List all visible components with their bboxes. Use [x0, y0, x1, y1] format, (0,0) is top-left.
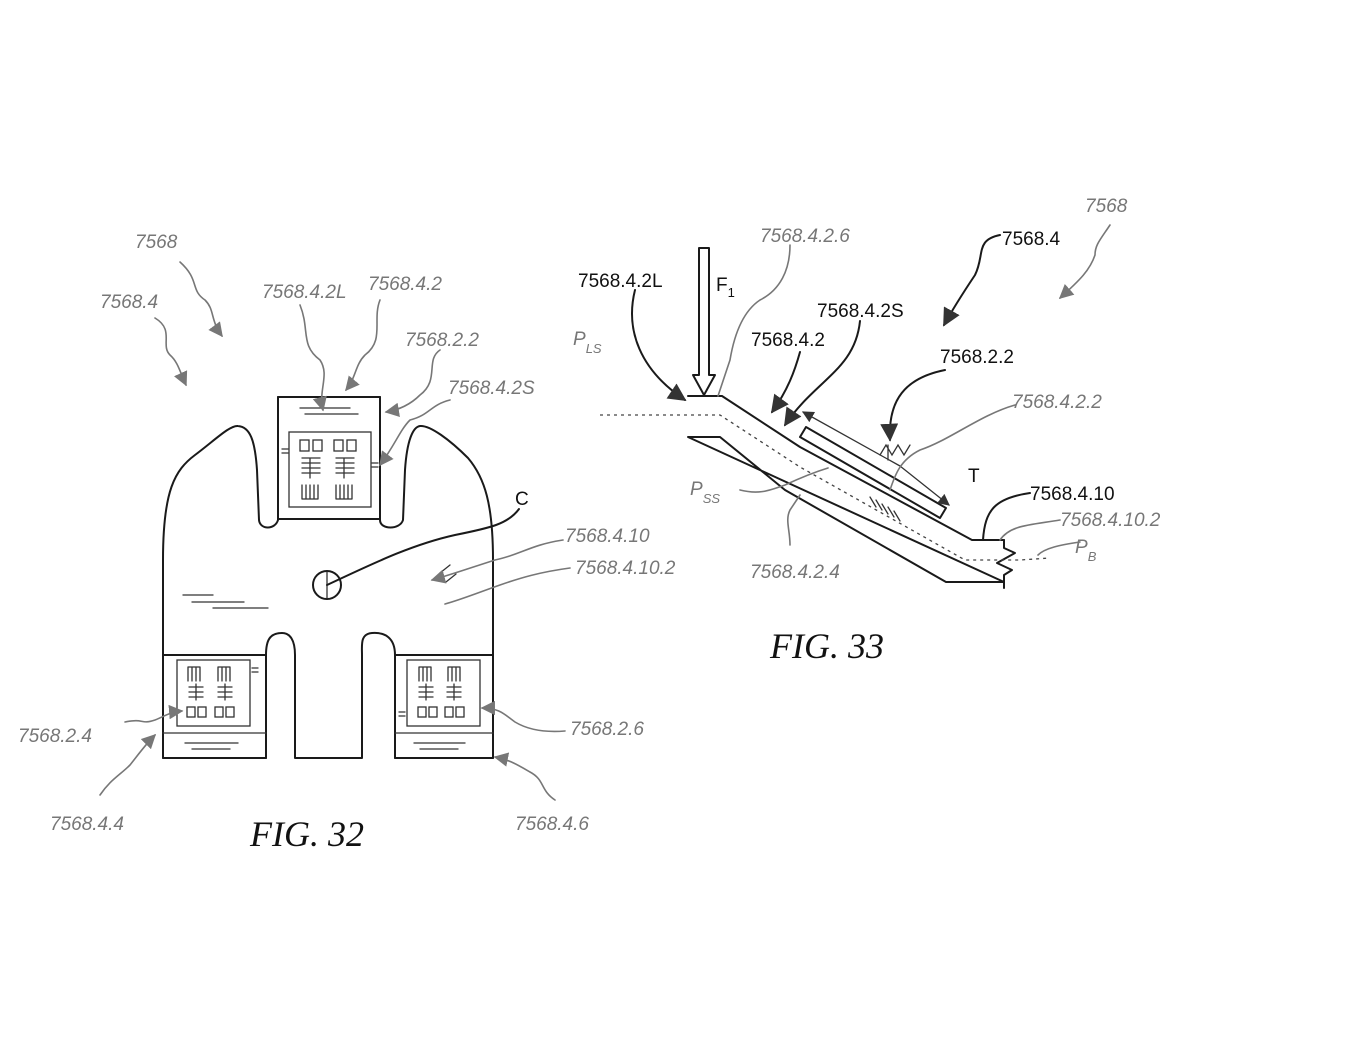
fig32-label-7568-2-2: 7568.2.2: [405, 330, 479, 351]
fig32-label-7568-4-6: 7568.4.6: [515, 814, 589, 835]
fig33-label-7568: 7568: [1085, 196, 1128, 217]
fig32-center-leader: [326, 508, 520, 586]
fig33-label-7568-4-10-2: 7568.4.10.2: [1060, 510, 1161, 531]
fig32-label-7568-2-4: 7568.2.4: [18, 726, 92, 747]
fig33-label-7568-4: 7568.4: [1002, 229, 1061, 250]
fig33-label-7568-4-2: 7568.4.2: [751, 330, 825, 351]
fig33-drawing: [600, 224, 1111, 589]
fig32-center-marker: [312, 570, 342, 600]
fig33-flexure-member: [687, 395, 1005, 583]
fig33-caption: FIG. 33: [769, 626, 884, 666]
fig32-label-7568-4-2: 7568.4.2: [368, 274, 442, 295]
fig32-left-pad: [162, 654, 267, 759]
fig33-label-7568-4-2S: 7568.4.2S: [817, 301, 904, 322]
fig32-caption: FIG. 32: [249, 814, 364, 854]
fig33-label-plane-B: PB: [1075, 537, 1097, 564]
fig32-label-7568-4-2S: 7568.4.2S: [448, 378, 535, 399]
fig32-label-C: C: [515, 489, 529, 510]
fig32-label-7568-4: 7568.4: [100, 292, 158, 313]
fig33-label-7568-4-2-2: 7568.4.2.2: [1012, 392, 1102, 413]
fig33-label-plane-SS: PSS: [690, 479, 720, 506]
fig33-label-7568-4-2L: 7568.4.2L: [578, 271, 663, 292]
fig32-label-7568-4-4: 7568.4.4: [50, 814, 124, 835]
fig33-label-tension: T: [968, 466, 980, 487]
fig32-label-7568-4-10-2: 7568.4.10.2: [575, 558, 676, 579]
fig32-left-gauge-box: [176, 659, 251, 727]
fig32-label-7568-2-6: 7568.2.6: [570, 719, 644, 740]
fig33-force-arrow: [692, 247, 716, 396]
fig33-label-7568-4-2-6: 7568.4.2.6: [760, 226, 850, 247]
fig32-right-gauge-box: [406, 659, 481, 727]
fig33-label-force: F1: [716, 275, 735, 300]
fig32-top-pad: [277, 396, 381, 520]
fig32-label-7568-4-2L: 7568.4.2L: [262, 282, 347, 303]
fig32-left-strain-gauges: [186, 666, 235, 718]
fig33-label-7568-2-2: 7568.2.2: [940, 347, 1014, 368]
fig32-right-strain-gauges: [417, 666, 465, 718]
fig33-gauge-strip: [799, 426, 947, 519]
fig32-label-7568-4-10: 7568.4.10: [565, 526, 650, 547]
fig32-top-gauge-box: [288, 431, 372, 508]
fig33-label-7568-4-2-4: 7568.4.2.4: [750, 562, 840, 583]
fig32-drawing: [99, 261, 571, 801]
fig33-label-plane-LS: PLS: [573, 329, 602, 356]
fig33-label-7568-4-10: 7568.4.10: [1030, 484, 1115, 505]
fig32-label-7568: 7568: [135, 232, 178, 253]
fig32-body-outline: [162, 396, 494, 759]
fig32-top-strain-gauges: [299, 439, 357, 500]
